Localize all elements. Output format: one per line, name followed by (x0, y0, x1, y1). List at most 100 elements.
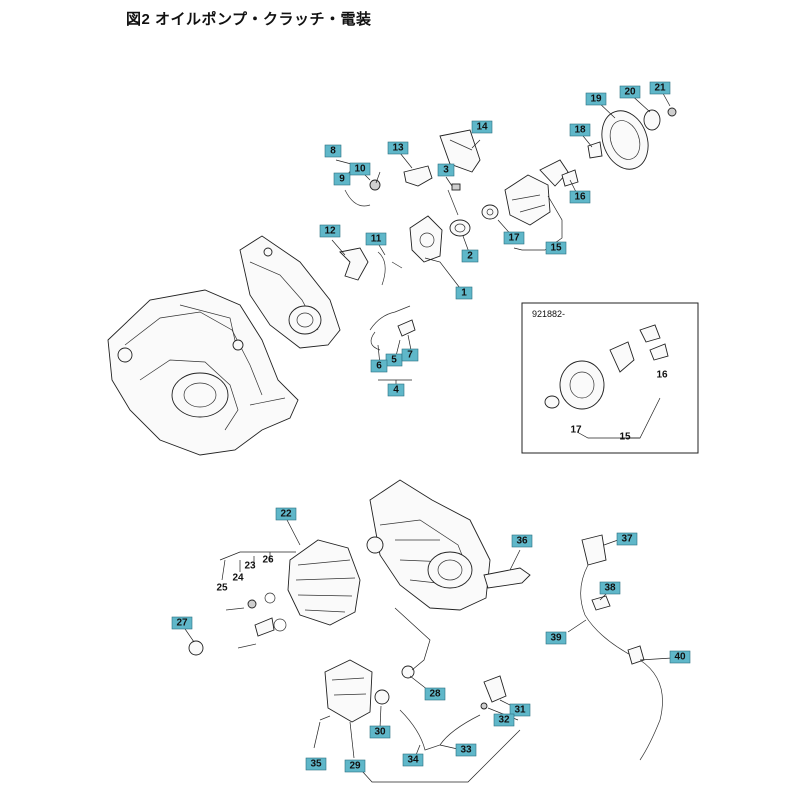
callout-28[interactable]: 28 (424, 687, 446, 701)
svg-text:37: 37 (621, 534, 633, 545)
callout-19[interactable]: 19 (585, 92, 607, 106)
callout-21[interactable]: 21 (649, 81, 671, 95)
label-24: 24 (232, 573, 244, 584)
callout-37[interactable]: 37 (616, 532, 638, 546)
inset-label-15: 15 (619, 432, 631, 443)
clutch-assembly-drawing (481, 159, 579, 226)
callout-18[interactable]: 18 (569, 123, 591, 137)
callout-34[interactable]: 34 (402, 753, 424, 767)
oil-pump-drawing (409, 215, 471, 263)
svg-text:27: 27 (176, 618, 188, 629)
svg-text:10: 10 (354, 164, 366, 175)
callout-9[interactable]: 9 (333, 172, 351, 186)
callout-39[interactable]: 39 (545, 631, 567, 645)
callout-36[interactable]: 36 (511, 534, 533, 548)
svg-text:31: 31 (514, 705, 526, 716)
callout-27[interactable]: 27 (171, 616, 193, 630)
part-9-hose-drawing (344, 189, 371, 207)
ignition-small-parts-drawing (188, 592, 287, 656)
svg-text:39: 39 (550, 633, 562, 644)
svg-text:16: 16 (574, 192, 586, 203)
svg-text:32: 32 (498, 715, 510, 726)
callout-2[interactable]: 2 (461, 249, 479, 263)
muffler-drawing (319, 659, 415, 723)
svg-text:7: 7 (407, 350, 413, 361)
callout-5[interactable]: 5 (385, 353, 403, 367)
svg-text:38: 38 (604, 583, 616, 594)
callout-31[interactable]: 31 (509, 703, 531, 717)
svg-text:19: 19 (590, 94, 602, 105)
side-housing-drawing (239, 235, 341, 349)
svg-text:30: 30 (374, 727, 386, 738)
svg-text:28: 28 (429, 689, 441, 700)
svg-text:6: 6 (376, 361, 382, 372)
callout-15[interactable]: 15 (545, 241, 567, 255)
label-23: 23 (244, 561, 256, 572)
crankcase-drawing (107, 289, 299, 456)
callout-3[interactable]: 3 (437, 163, 455, 177)
part-13-drawing (403, 165, 433, 187)
svg-text:1: 1 (461, 288, 467, 299)
svg-text:4: 4 (393, 385, 399, 396)
callout-30[interactable]: 30 (369, 725, 391, 739)
callout-6[interactable]: 6 (370, 359, 388, 373)
svg-text:18: 18 (574, 125, 586, 136)
inset-label-16: 16 (656, 370, 668, 381)
callout-12[interactable]: 12 (319, 224, 341, 238)
callout-35[interactable]: 35 (305, 757, 327, 771)
part-14-drawing (439, 129, 481, 173)
callout-8[interactable]: 8 (324, 144, 342, 158)
flywheel-drawing (287, 539, 361, 626)
svg-text:14: 14 (476, 122, 488, 133)
callout-10[interactable]: 10 (349, 162, 371, 176)
svg-text:36: 36 (516, 536, 528, 547)
svg-text:21: 21 (654, 83, 666, 94)
callout-16[interactable]: 16 (569, 190, 591, 204)
callout-33[interactable]: 33 (455, 743, 477, 757)
page-title: 図2 オイルポンプ・クラッチ・電装 (126, 11, 372, 28)
callout-7[interactable]: 7 (401, 348, 419, 362)
fuel-parts-drawing (399, 675, 507, 751)
callout-17[interactable]: 17 (503, 231, 525, 245)
svg-text:15: 15 (550, 243, 562, 254)
svg-text:9: 9 (339, 174, 345, 185)
svg-text:13: 13 (392, 143, 404, 154)
callout-22[interactable]: 22 (275, 507, 297, 521)
svg-text:5: 5 (391, 355, 397, 366)
callout-14[interactable]: 14 (471, 120, 493, 134)
label-26: 26 (262, 555, 274, 566)
label-25: 25 (216, 583, 228, 594)
svg-text:2: 2 (467, 251, 473, 262)
svg-text:29: 29 (349, 761, 361, 772)
inset-label-17: 17 (570, 425, 582, 436)
callout-13[interactable]: 13 (387, 141, 409, 155)
svg-text:3: 3 (443, 165, 449, 176)
svg-text:35: 35 (310, 759, 322, 770)
svg-text:11: 11 (371, 234, 382, 245)
callout-20[interactable]: 20 (619, 85, 641, 99)
ignition-coil-drawing (580, 534, 663, 761)
part-11-drawing (377, 251, 386, 286)
svg-text:33: 33 (460, 745, 472, 756)
spark-plug-drawing (483, 567, 531, 589)
svg-text:20: 20 (624, 87, 636, 98)
callout-29[interactable]: 29 (344, 759, 366, 773)
svg-text:22: 22 (280, 509, 292, 520)
inset-clutch-drawing (544, 324, 669, 439)
svg-text:12: 12 (324, 226, 336, 237)
svg-text:8: 8 (330, 146, 336, 157)
svg-text:34: 34 (407, 755, 419, 766)
inset-label: 921882- (532, 309, 565, 319)
callout-4[interactable]: 4 (387, 383, 405, 397)
callout-1[interactable]: 1 (455, 286, 473, 300)
part-3-bolt-drawing (447, 189, 459, 216)
callout-38[interactable]: 38 (599, 581, 621, 595)
inset-box (521, 302, 699, 454)
callout-32[interactable]: 32 (493, 713, 515, 727)
callout-11[interactable]: 11 (365, 232, 387, 246)
cylinder-drawing (366, 479, 491, 611)
svg-text:17: 17 (508, 233, 520, 244)
callout-40[interactable]: 40 (669, 650, 691, 664)
part-12-drawing (339, 247, 369, 281)
